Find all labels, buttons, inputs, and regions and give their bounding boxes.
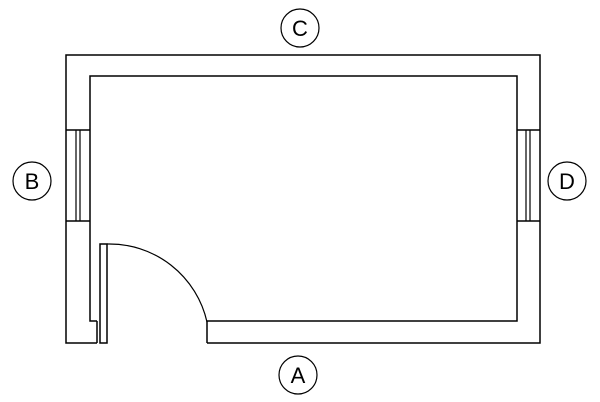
label-south: A (278, 355, 318, 395)
label-circle (278, 355, 318, 395)
label-text-south: A (291, 363, 306, 388)
door-swing-arc (106, 243, 208, 323)
label-text-north: C (292, 16, 308, 41)
window-right (517, 129, 540, 222)
door-leaf (99, 243, 108, 344)
label-north: C (280, 8, 320, 48)
label-circle (280, 8, 320, 48)
label-east: D (547, 161, 587, 201)
label-circle (12, 161, 52, 201)
inner-wall (89, 75, 518, 322)
outer-wall (65, 54, 541, 344)
window-left (66, 129, 90, 222)
label-west: B (12, 161, 52, 201)
label-text-west: B (25, 169, 40, 194)
label-circle (547, 161, 587, 201)
label-text-east: D (559, 169, 575, 194)
